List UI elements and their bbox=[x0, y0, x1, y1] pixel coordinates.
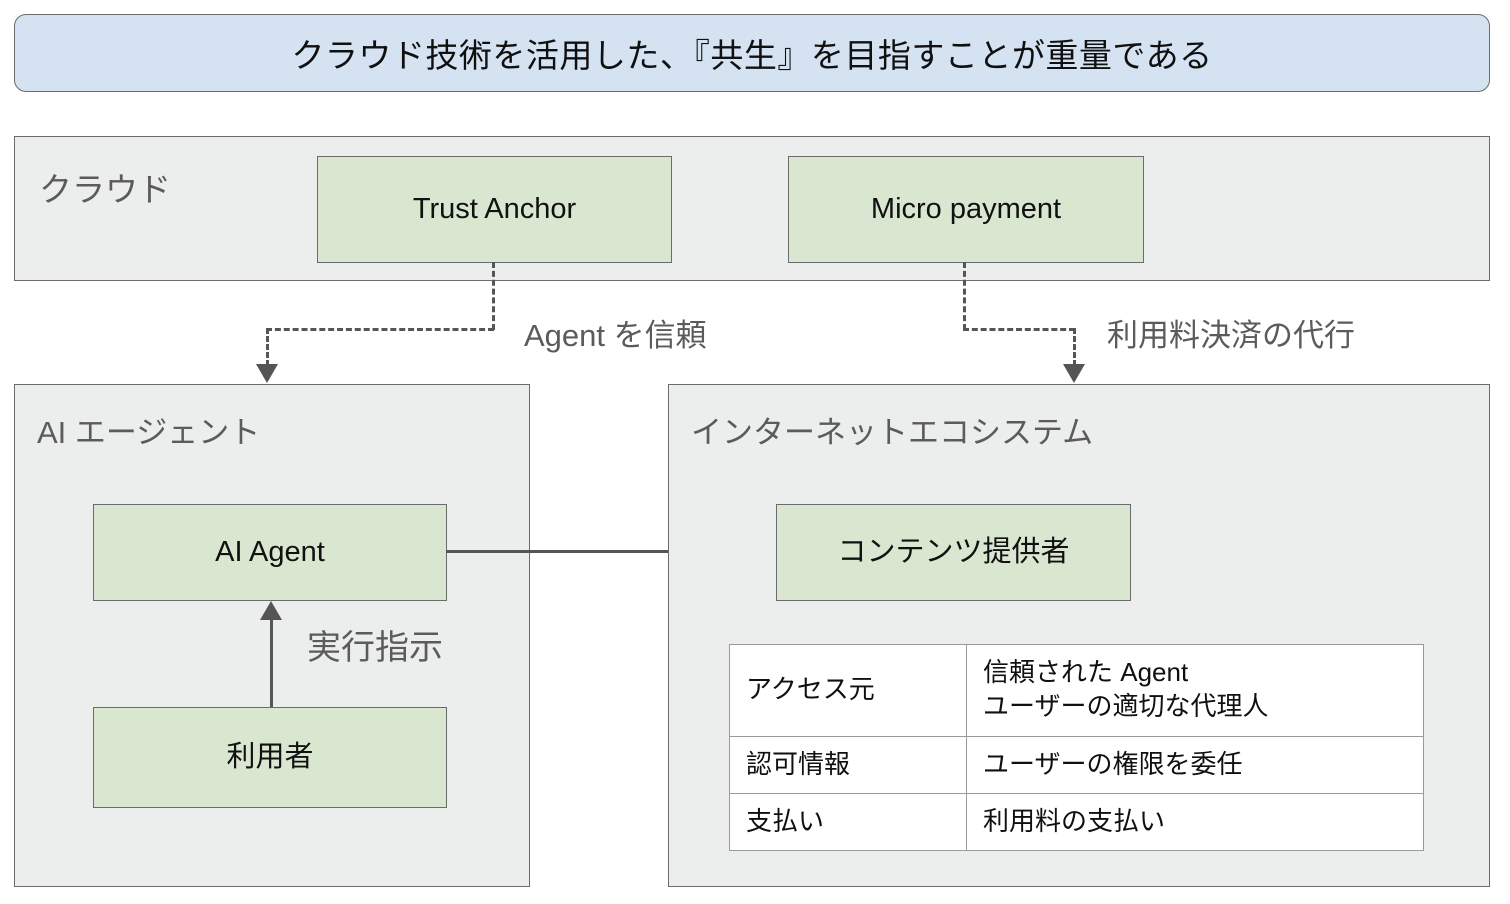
edge-agent-to-provider-line bbox=[446, 550, 756, 553]
table-cell-key: 認可情報 bbox=[729, 735, 967, 794]
table-cell-key: 支払い bbox=[729, 792, 967, 852]
node-trust-anchor-label: Trust Anchor bbox=[412, 193, 577, 226]
table-cell-value: 利用料の支払い bbox=[966, 792, 1424, 852]
node-micro-payment[interactable]: Micro payment bbox=[788, 156, 1144, 263]
node-micro-payment-label: Micro payment bbox=[870, 193, 1062, 226]
edge-user-to-agent-line bbox=[270, 620, 273, 707]
node-user-label: 利用者 bbox=[226, 741, 314, 774]
table-cell-value-line: 信頼された Agent bbox=[983, 657, 1189, 687]
group-cloud: クラウド Trust Anchor Micro payment bbox=[14, 136, 1490, 281]
node-ai-agent-label: AI Agent bbox=[215, 536, 325, 569]
table-cell-value: ユーザーの権限を委任 bbox=[966, 735, 1424, 794]
table-cell-value-line: ユーザーの適切な代理人 bbox=[983, 691, 1269, 722]
edge-label-exec-order: 実行指示 bbox=[307, 629, 443, 667]
diagram-title-text: クラウド技術を活用した、『共生』を目指すことが重量である bbox=[291, 37, 1213, 74]
group-ai-agent-label: AI エージェント bbox=[37, 415, 261, 450]
attribute-table: アクセス元 信頼された Agent ユーザーの適切な代理人 認可情報 ユーザーの… bbox=[729, 644, 1424, 852]
edge-trust-stub-vertical bbox=[492, 262, 495, 330]
edge-payment-horizontal bbox=[963, 328, 1075, 331]
diagram-title-banner: クラウド技術を活用した、『共生』を目指すことが重量である bbox=[14, 14, 1490, 92]
edge-trust-arrowhead bbox=[256, 364, 278, 383]
node-user[interactable]: 利用者 bbox=[93, 707, 447, 808]
node-ai-agent[interactable]: AI Agent bbox=[93, 504, 447, 601]
edge-trust-horizontal bbox=[266, 328, 494, 331]
group-cloud-label: クラウド bbox=[39, 171, 171, 208]
table-row: 認可情報 ユーザーの権限を委任 bbox=[729, 735, 1424, 794]
table-cell-value-line: 利用料の支払い bbox=[983, 805, 1166, 836]
edge-user-to-agent-arrowhead bbox=[260, 601, 282, 620]
table-row: アクセス元 信頼された Agent ユーザーの適切な代理人 bbox=[729, 644, 1424, 737]
edge-payment-stub-vertical bbox=[963, 262, 966, 330]
edge-label-payment-proxy: 利用料決済の代行 bbox=[1107, 318, 1355, 353]
edge-payment-drop-vertical bbox=[1073, 328, 1076, 366]
node-content-provider[interactable]: コンテンツ提供者 bbox=[776, 504, 1131, 601]
node-trust-anchor[interactable]: Trust Anchor bbox=[317, 156, 672, 263]
table-row: 支払い 利用料の支払い bbox=[729, 792, 1424, 852]
group-internet-ecosystem-label: インターネットエコシステム bbox=[691, 415, 1094, 450]
edge-trust-drop-vertical bbox=[266, 328, 269, 366]
table-cell-key: アクセス元 bbox=[729, 644, 967, 737]
edge-payment-arrowhead bbox=[1063, 364, 1085, 383]
node-content-provider-label: コンテンツ提供者 bbox=[837, 536, 1070, 569]
table-cell-value: 信頼された Agent ユーザーの適切な代理人 bbox=[966, 644, 1424, 737]
edge-label-trust-to-agent: Agent を信頼 bbox=[524, 318, 707, 353]
group-ai-agent: AI エージェント AI Agent 利用者 bbox=[14, 384, 530, 887]
table-cell-value-line: ユーザーの権限を委任 bbox=[983, 748, 1243, 779]
